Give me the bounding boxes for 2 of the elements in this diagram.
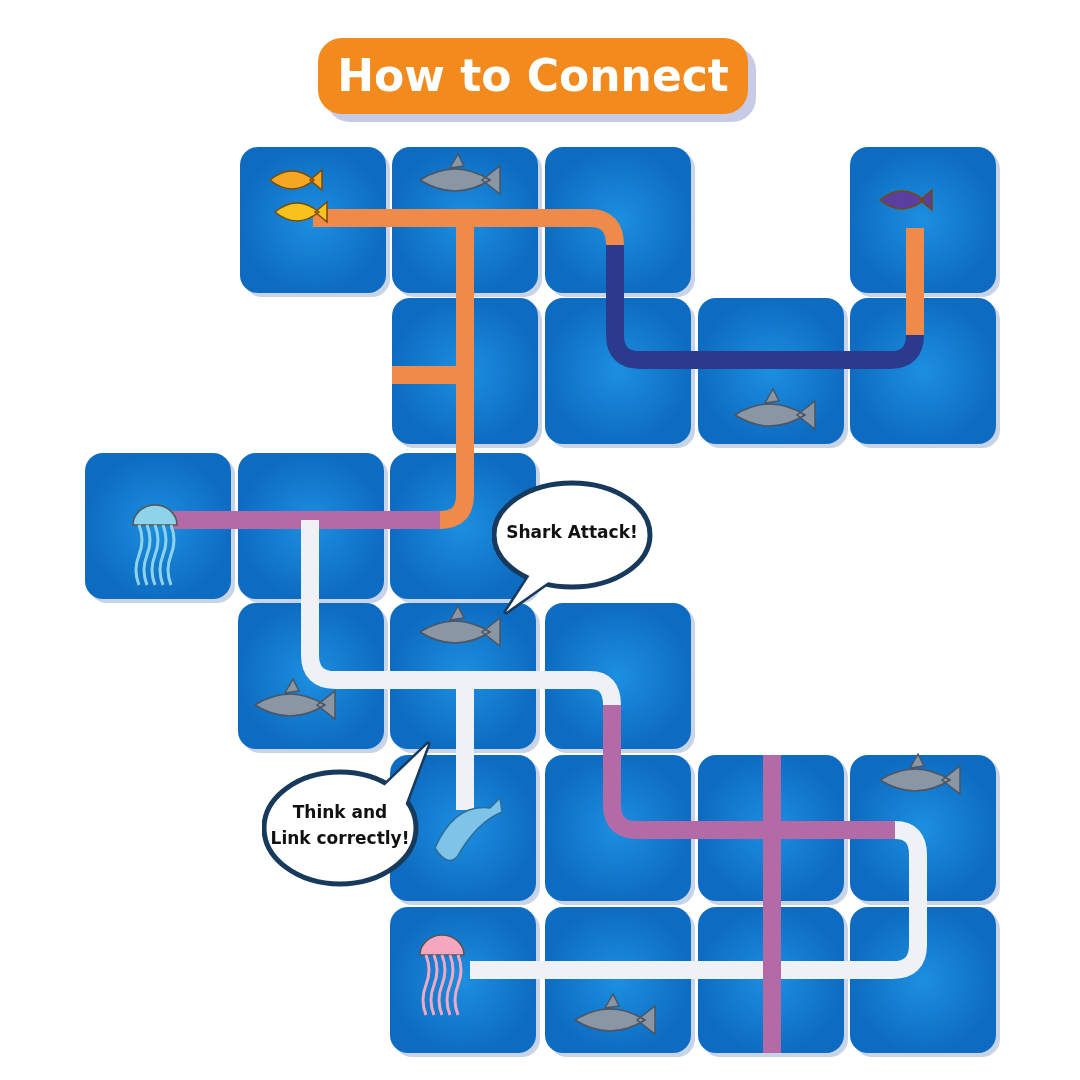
- bubble-text: Think and Link correctly!: [270, 801, 410, 850]
- bubble-text: Shark Attack!: [505, 521, 639, 544]
